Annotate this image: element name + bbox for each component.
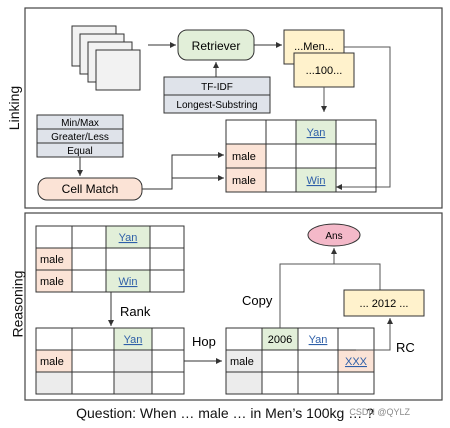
reasoning-hop-table (225, 327, 375, 395)
method-longest-substring: Longest-Substring (176, 100, 257, 111)
ranked-header-link[interactable]: Yan (124, 334, 143, 346)
retriever-label: Retriever (192, 39, 241, 53)
reasoning-panel-label: Reasoning (9, 270, 26, 338)
rc-to-answer-line (334, 263, 381, 290)
hop-year: 2006 (268, 334, 292, 346)
linking-panel-label: Linking (6, 85, 23, 131)
op-minmax: Min/Max (61, 118, 99, 129)
doc-snippet-men-text: ...Men... (294, 41, 334, 53)
linking-header-link[interactable]: Yan (307, 127, 326, 139)
doc-snippet-100 (293, 52, 355, 88)
watermark: CSDN @QYLZ (349, 407, 410, 417)
rc-label: RC (396, 340, 415, 355)
linking-row-link[interactable]: Win (307, 175, 326, 187)
source-row-label-2: male (40, 276, 64, 288)
hop-header-link[interactable]: Yan (309, 334, 328, 346)
copy-arrow (279, 248, 337, 328)
rc-arrow (356, 318, 393, 351)
reasoning-panel-frame (24, 212, 443, 401)
answer-label: Ans (325, 231, 342, 242)
cellmatch-to-row1-arrow (142, 152, 224, 190)
docs-to-cell-arrow (336, 46, 391, 190)
method-tfidf: TF-IDF (201, 82, 233, 93)
source-header-link[interactable]: Yan (119, 232, 138, 244)
rc-snippet-text: ... 2012 ... (360, 298, 409, 310)
method-box-longest-substring (163, 94, 271, 114)
rc-snippet-box (343, 289, 425, 317)
op-equal: Equal (67, 146, 93, 157)
ranked-row-label: male (40, 356, 64, 368)
source-row-label-1: male (40, 254, 64, 266)
question-caption: Question: When … male … in Men’s 100kg …… (76, 405, 374, 421)
reasoning-ranked-table (35, 327, 185, 395)
linking-row-label-2: male (232, 175, 256, 187)
linking-row-label-1: male (232, 151, 256, 163)
reasoning-source-table (35, 225, 185, 293)
hop-row-label: male (230, 356, 254, 368)
answer-node (307, 223, 361, 247)
document-stack-icon (71, 25, 141, 91)
hop-row-link[interactable]: XXX (345, 356, 368, 368)
cell-match-label: Cell Match (62, 182, 119, 196)
linking-panel-frame (24, 7, 443, 209)
op-greaterless: Greater/Less (51, 132, 109, 143)
source-row-link[interactable]: Win (119, 276, 138, 288)
doc-snippet-100-text: ...100... (306, 65, 343, 77)
linking-table (225, 119, 377, 193)
rank-label: Rank (120, 304, 151, 319)
copy-label: Copy (242, 293, 273, 308)
hop-label: Hop (192, 334, 216, 349)
